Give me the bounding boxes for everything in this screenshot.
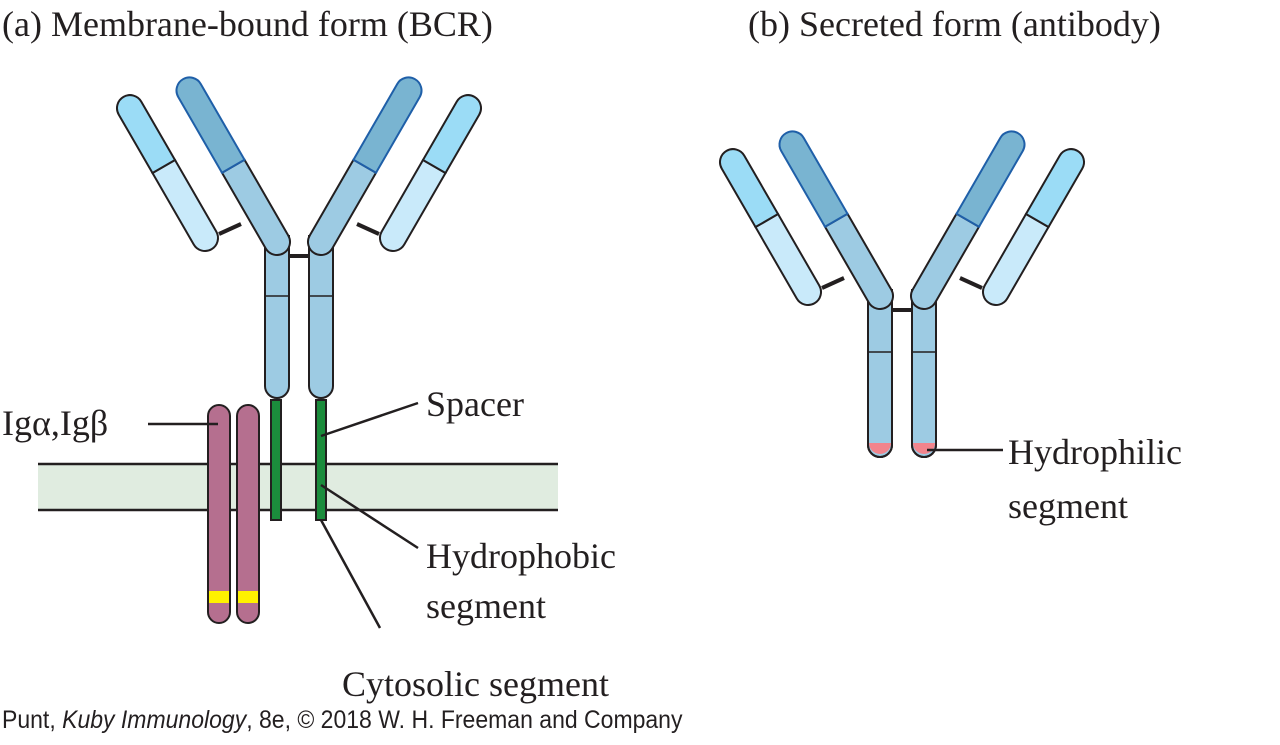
figure-credit: Punt, Kuby Immunology, 8e, © 2018 W. H. … [2,706,682,735]
ig-beta-chain [236,404,260,624]
right-transmembrane-segment [315,399,327,521]
left-heavy-arm-constant [220,158,291,256]
left-light-chain-variable [719,148,780,229]
left-heavy-arm-variable [778,130,849,229]
right-light-chain-variable [421,94,482,175]
right-light-chain-constant [379,158,447,252]
secreted-antibody [719,130,1085,458]
right-light-chain [379,94,482,252]
left-heavy-arm [778,130,894,310]
right-light-heavy-disulfide [959,276,983,290]
hydrophilic-label-line2: segment [1008,486,1128,526]
hydrophobic-label-line1: Hydrophobic [426,536,616,576]
cytosolic-label: Cytosolic segment [342,664,609,704]
right-light-chain-constant [982,212,1050,306]
right-heavy-chain-stem [911,289,937,458]
left-light-chain [719,148,822,306]
left-heavy-arm [175,76,291,256]
left-heavy-arm-variable [175,76,246,175]
left-light-chain-variable [116,94,177,175]
credit-copyright: , 8e, © 2018 W. H. Freeman and Company [246,706,683,734]
hydrophobic-leader-line [320,483,419,550]
right-heavy-arm-variable [352,76,423,175]
left-heavy-chain-stem [264,235,290,399]
ig-alpha-chain [207,404,231,624]
cytosolic-leader-line [319,519,382,629]
hydrophobic-label-line2: segment [426,586,546,626]
left-light-chain [116,94,219,252]
left-light-chain-constant [151,158,219,252]
left-transmembrane-segment [270,399,282,521]
panel-a-title: (a) Membrane-bound form (BCR) [2,4,493,44]
right-light-heavy-disulfide [356,222,380,236]
ig-alpha-beta-label: Igα,Igβ [2,403,108,443]
bcr-antibody [116,76,482,399]
right-heavy-arm-variable [955,130,1026,229]
right-light-chain-variable [1024,148,1085,229]
right-heavy-arm [910,130,1026,310]
left-light-heavy-disulfide [821,276,845,290]
left-hydrophilic-tip [869,443,891,454]
right-heavy-arm-constant [307,158,378,256]
right-heavy-arm-constant [910,212,981,310]
left-heavy-arm-constant [823,212,894,310]
left-heavy-chain-stem [867,289,893,458]
left-light-heavy-disulfide [218,222,242,236]
cell-membrane [38,462,558,512]
panel-b-title: (b) Secreted form (antibody) [748,4,1161,44]
right-heavy-chain-stem [308,235,334,399]
credit-author: Punt, [2,706,63,734]
spacer-label: Spacer [426,384,524,424]
right-heavy-arm [307,76,423,256]
left-light-chain-constant [754,212,822,306]
spacer-leader-line [320,401,419,438]
hydrophilic-label-line1: Hydrophilic [1008,432,1182,472]
credit-book-title: Kuby Immunology [62,706,247,734]
right-light-chain [982,148,1085,306]
